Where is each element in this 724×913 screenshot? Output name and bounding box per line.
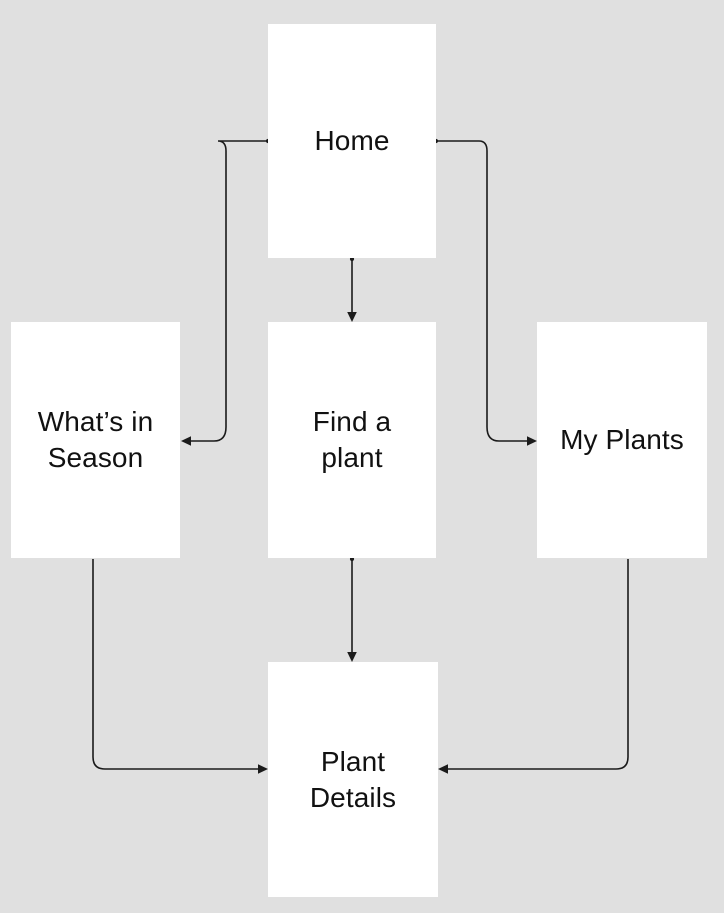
node-home[interactable]: Home bbox=[268, 24, 436, 258]
edge-home-to-season bbox=[181, 138, 271, 446]
node-my-plants[interactable]: My Plants bbox=[537, 322, 707, 558]
node-plant-details[interactable]: Plant Details bbox=[268, 662, 438, 897]
node-find-a-plant[interactable]: Find a plant bbox=[268, 322, 436, 558]
arrowhead-right-icon bbox=[527, 436, 537, 446]
arrowhead-down-icon bbox=[347, 312, 357, 322]
node-whats-in-season[interactable]: What’s in Season bbox=[11, 322, 180, 558]
edge-home-to-myplants bbox=[433, 138, 537, 446]
arrowhead-down-icon bbox=[347, 652, 357, 662]
arrowhead-right-icon bbox=[258, 764, 268, 774]
edge-home-to-find bbox=[347, 256, 357, 322]
edge-find-to-details bbox=[347, 556, 357, 662]
arrowhead-left-icon bbox=[438, 764, 448, 774]
edge-myplants-to-details bbox=[438, 559, 629, 774]
arrowhead-left-icon bbox=[181, 436, 191, 446]
edge-season-to-details bbox=[92, 559, 268, 774]
